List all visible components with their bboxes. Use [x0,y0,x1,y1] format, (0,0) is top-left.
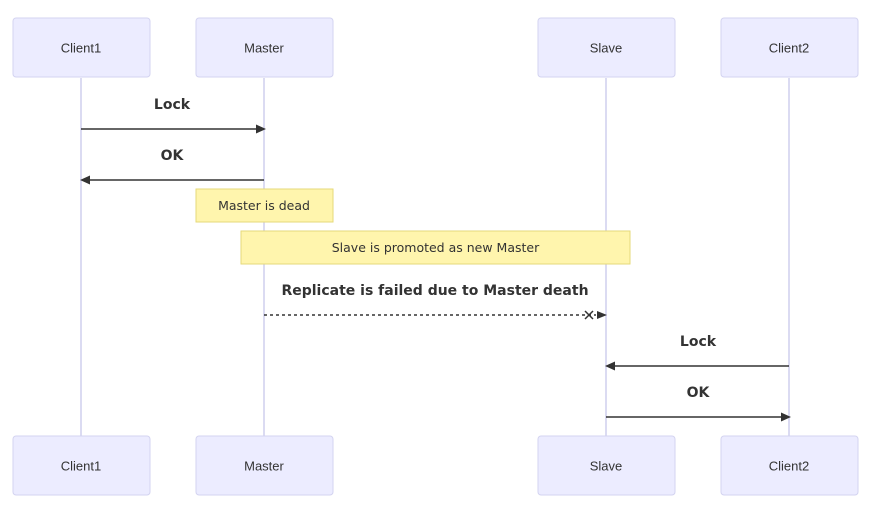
message-ok-slave-to-client2: OK [606,385,791,422]
actor-client1-bottom-label: Client1 [61,459,101,474]
actor-client2-bottom-label: Client2 [769,459,809,474]
actor-master-bottom-label: Master [244,459,284,474]
note-master-is-dead: Master is dead [195,188,334,223]
message-replicate-failed: Replicate is failed due to Master death [264,283,607,320]
actor-client2-top: Client2 [720,17,859,78]
actor-master-top-label: Master [244,41,284,56]
message-label-replicate-failed: Replicate is failed due to Master death [281,283,588,299]
actor-slave-bottom-label: Slave [590,459,623,474]
actor-client1-top-label: Client1 [61,41,101,56]
actor-slave-top: Slave [537,17,676,78]
message-lock-client1-to-master: Lock [81,97,266,134]
message-label-lock: Lock [154,97,191,113]
arrowhead-icon [80,175,90,185]
note-label-slave-promoted: Slave is promoted as new Master [332,240,540,255]
actor-client2-top-label: Client2 [769,41,809,56]
actor-client1-top: Client1 [12,17,151,78]
message-label-ok-2: OK [687,385,711,401]
message-label-lock-2: Lock [680,334,717,350]
note-label-master-is-dead: Master is dead [218,198,310,213]
cross-icon [584,310,594,320]
actor-client1-bottom: Client1 [12,435,151,496]
message-label-ok: OK [161,148,185,164]
arrowhead-icon [256,124,266,134]
arrowhead-icon [605,361,615,371]
arrowhead-icon [781,412,791,422]
actor-master-bottom: Master [195,435,334,496]
message-lock-client2-to-slave: Lock [605,334,789,371]
arrowhead-icon [597,311,607,319]
actor-master-top: Master [195,17,334,78]
actor-slave-bottom: Slave [537,435,676,496]
message-ok-master-to-client1: OK [80,148,264,185]
actor-client2-bottom: Client2 [720,435,859,496]
note-slave-promoted: Slave is promoted as new Master [240,230,631,265]
actor-slave-top-label: Slave [590,41,623,56]
